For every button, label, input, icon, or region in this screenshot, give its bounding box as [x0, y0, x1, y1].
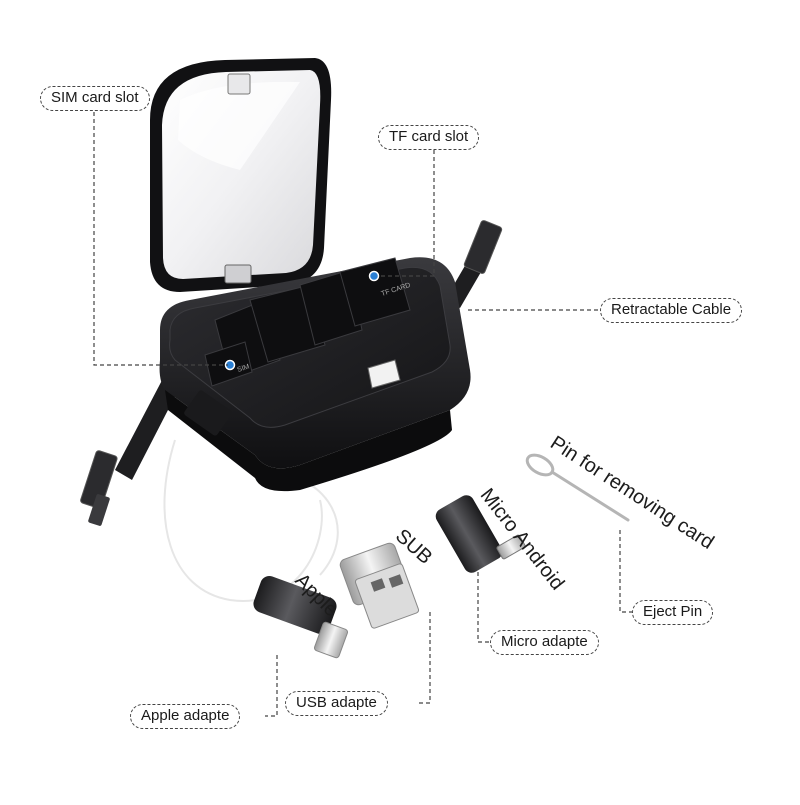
micro-adapter	[435, 495, 526, 573]
sim-marking: SIM	[236, 363, 250, 374]
apple-adapter	[253, 576, 349, 659]
usb-adapter	[339, 542, 420, 629]
leader-lines	[93, 112, 632, 717]
right-cable	[445, 220, 503, 308]
callout-micro-adapte: Micro adapte	[490, 630, 599, 655]
callout-tf-card-slot: TF card slot	[378, 125, 480, 150]
inner-compartments	[204, 257, 411, 389]
callout-apple-adapte: Apple adapte	[130, 704, 241, 729]
sim-slot-dot	[224, 359, 236, 371]
callout-usb-adapte: USB adapte	[285, 691, 388, 716]
callout-retractable-cable: Retractable Cable	[600, 298, 743, 323]
tf-slot-dot	[368, 270, 380, 282]
callout-sim-card-slot: SIM card slot	[40, 86, 150, 111]
eject-pin	[525, 453, 630, 522]
callout-eject-pin: Eject Pin	[632, 600, 714, 625]
clear-lid	[150, 58, 332, 292]
